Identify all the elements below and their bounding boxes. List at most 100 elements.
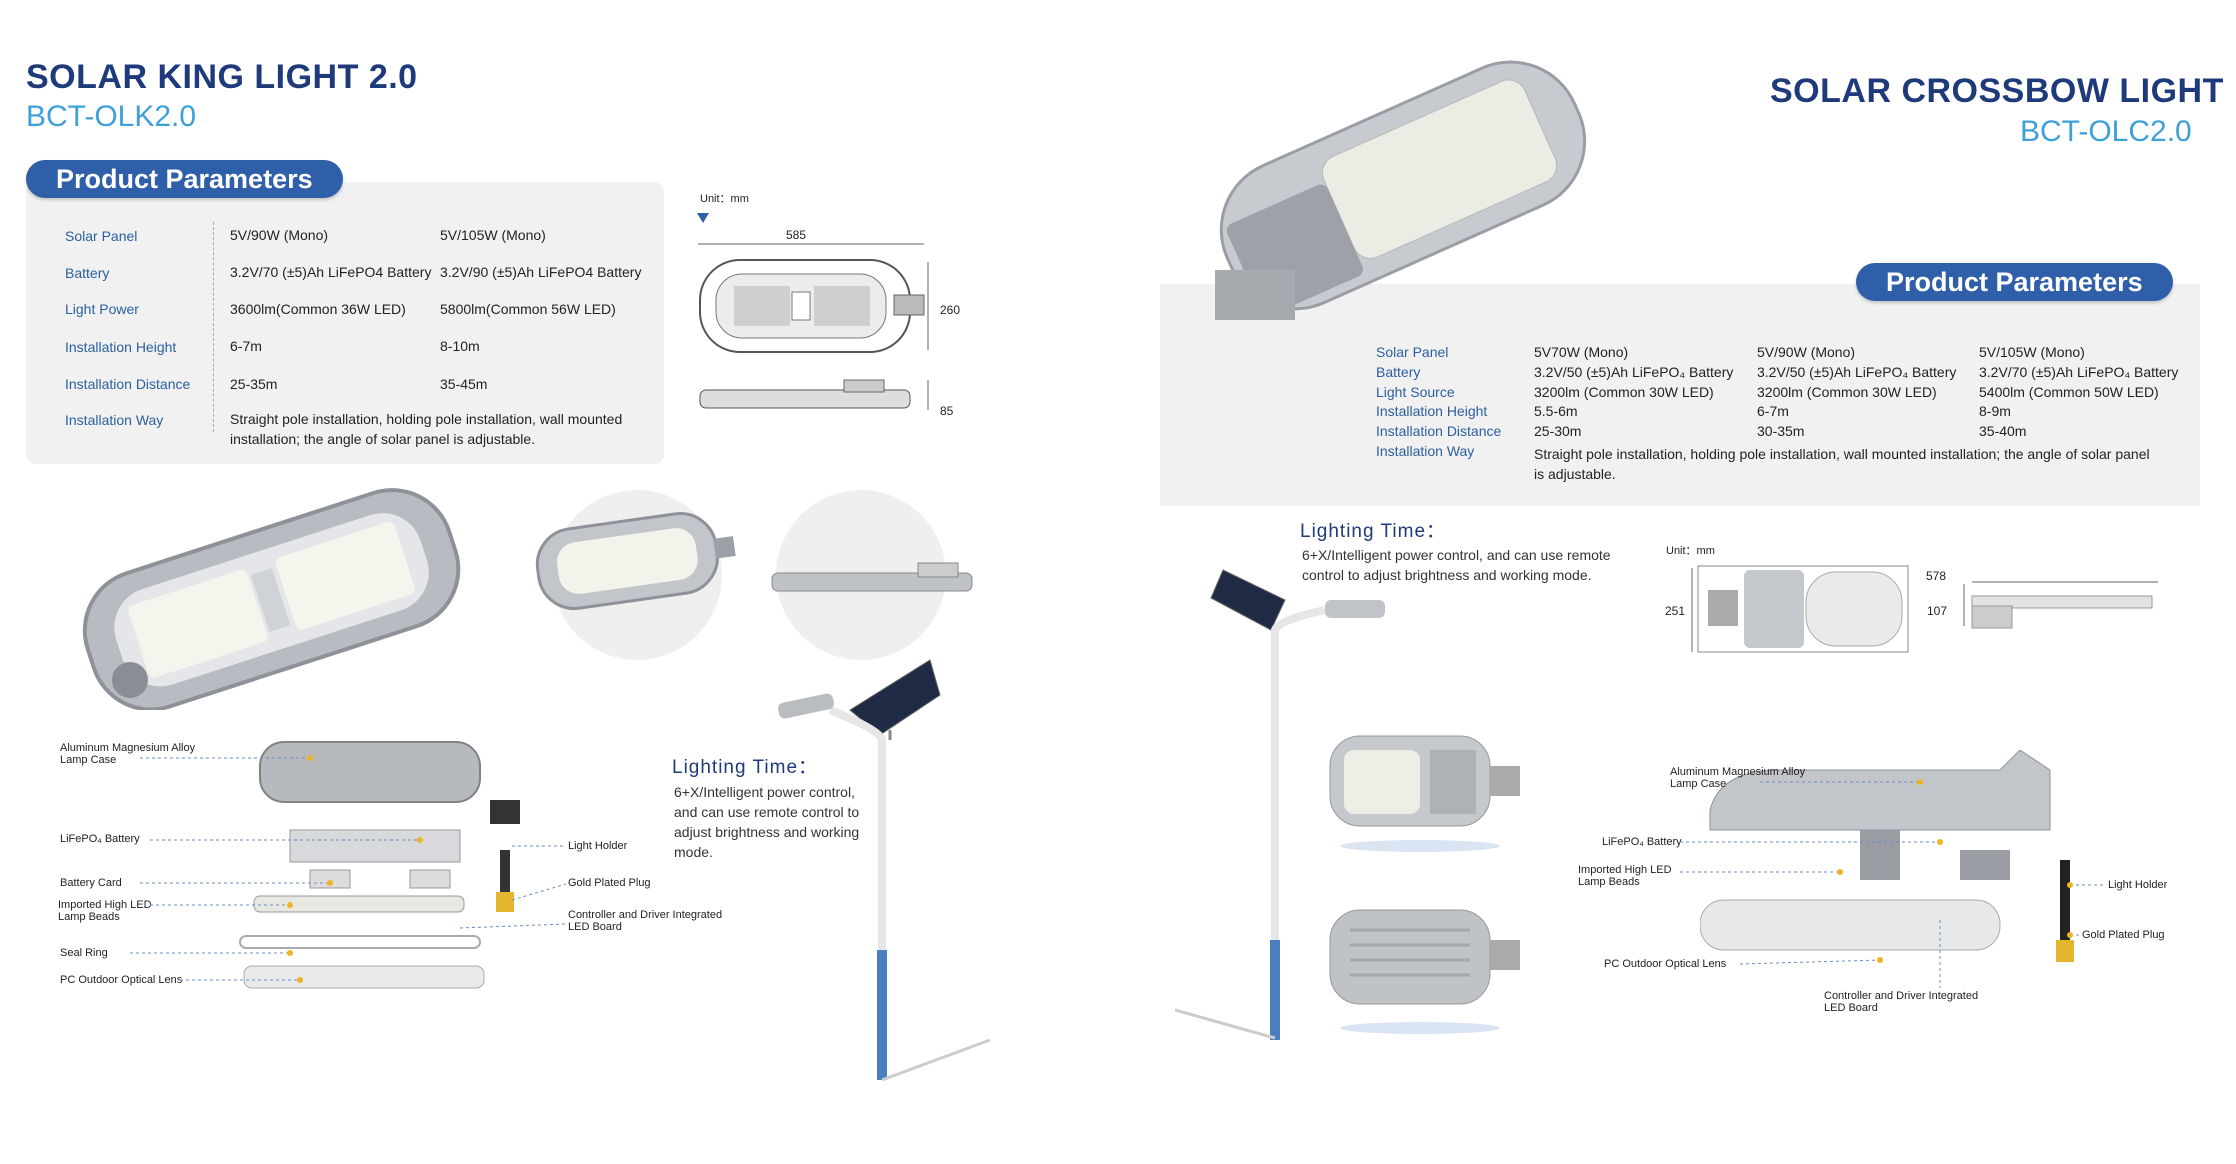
right-lighting-line: control to adjust brightness and working… bbox=[1302, 567, 1592, 583]
left-param-value: 35-45m bbox=[440, 376, 488, 392]
part-label-plug: Gold Plated Plug bbox=[568, 877, 651, 889]
part-label-plug: Gold Plated Plug bbox=[2082, 929, 2165, 941]
right-dim-depth: 107 bbox=[1927, 604, 1948, 618]
part-label-controller: LED Board bbox=[1824, 1002, 1878, 1014]
part-label-lens: PC Outdoor Optical Lens bbox=[60, 974, 183, 986]
part-label-controller: LED Board bbox=[568, 921, 622, 933]
part-label-battery: LiFePO₄ Battery bbox=[1602, 836, 1682, 848]
right-params-pill: Product Parameters bbox=[1856, 263, 2173, 301]
triangle-down-icon bbox=[697, 213, 709, 223]
part-label-controller: Controller and Driver Integrated bbox=[568, 909, 723, 921]
left-install-line: installation; the angle of solar panel i… bbox=[230, 431, 536, 447]
left-param-label: Installation Way bbox=[65, 412, 164, 428]
crossbow-light-front-image bbox=[1329, 735, 1520, 852]
right-param-label: Solar Panel bbox=[1376, 344, 1449, 360]
right-part-leader-lines bbox=[1680, 779, 2106, 988]
right-param-value: 6-7m bbox=[1757, 403, 1789, 419]
part-label-beads: Lamp Beads bbox=[1578, 876, 1640, 888]
right-param-value: 5V70W (Mono) bbox=[1534, 344, 1629, 360]
part-label-beads: Lamp Beads bbox=[58, 911, 120, 923]
left-param-value: 5V/90W (Mono) bbox=[230, 227, 329, 243]
right-param-value: 3200lm (Common 30W LED) bbox=[1757, 384, 1937, 400]
part-label-beads: Imported High LED bbox=[1578, 864, 1672, 876]
left-param-divider bbox=[213, 222, 214, 432]
left-param-value: 3.2V/70 (±5)Ah LiFePO4 Battery bbox=[230, 264, 432, 280]
right-param-value: 3200lm (Common 30W LED) bbox=[1534, 384, 1714, 400]
left-param-value: 5800lm(Common 56W LED) bbox=[440, 301, 616, 317]
king-light-exploded-view bbox=[239, 741, 520, 989]
left-param-value: 6-7m bbox=[230, 338, 262, 354]
part-label-case: Lamp Case bbox=[60, 754, 117, 766]
king-light-side-view-image bbox=[771, 562, 973, 592]
part-label-battery: LiFePO₄ Battery bbox=[60, 833, 140, 845]
left-dimension-drawing bbox=[698, 243, 929, 410]
right-param-value: 3.2V/70 (±5)Ah LiFePO₄ Battery bbox=[1979, 364, 2179, 380]
part-label-seal-ring: Seal Ring bbox=[60, 947, 108, 959]
left-param-panel bbox=[26, 182, 664, 464]
right-param-value: 3.2V/50 (±5)Ah LiFePO₄ Battery bbox=[1534, 364, 1734, 380]
right-param-value: 5V/90W (Mono) bbox=[1757, 344, 1856, 360]
left-unit-label: Unit：mm bbox=[700, 193, 749, 205]
right-title: SOLAR CROSSBOW LIGHT bbox=[1770, 72, 2224, 110]
right-param-value: 5.5-6m bbox=[1534, 403, 1578, 419]
left-param-value: 3.2V/90 (±5)Ah LiFePO4 Battery bbox=[440, 264, 642, 280]
left-param-label: Battery bbox=[65, 265, 110, 281]
right-param-panel bbox=[1160, 284, 2200, 506]
part-label-lens: PC Outdoor Optical Lens bbox=[1604, 958, 1727, 970]
left-param-value: 3600lm(Common 36W LED) bbox=[230, 301, 406, 317]
right-param-value: 5400lm (Common 50W LED) bbox=[1979, 384, 2159, 400]
left-lighting-line: mode. bbox=[674, 844, 713, 860]
right-param-label: Installation Height bbox=[1376, 403, 1488, 419]
part-label-light-holder: Light Holder bbox=[568, 840, 628, 852]
part-label-beads: Imported High LED bbox=[58, 899, 152, 911]
left-lighting-line: adjust brightness and working bbox=[674, 824, 860, 840]
right-install-line: is adjustable. bbox=[1534, 466, 1616, 482]
king-light-top-view-image bbox=[535, 512, 736, 610]
right-param-label: Installation Distance bbox=[1376, 423, 1502, 439]
left-install-line: Straight pole installation, holding pole… bbox=[230, 411, 623, 427]
left-solar-pole-image bbox=[778, 659, 991, 1082]
part-label-case: Aluminum Magnesium Alloy bbox=[1670, 766, 1806, 778]
left-lighting-title: Lighting Time： bbox=[672, 757, 819, 778]
king-light-lamp-image bbox=[82, 488, 461, 710]
right-param-value: 3.2V/50 (±5)Ah LiFePO₄ Battery bbox=[1757, 364, 1957, 380]
right-solar-pole-image bbox=[1175, 569, 1385, 1040]
left-param-value: 8-10m bbox=[440, 338, 480, 354]
part-label-controller: Controller and Driver Integrated bbox=[1824, 990, 1979, 1002]
right-param-value: 25-30m bbox=[1534, 423, 1582, 439]
right-param-label: Installation Way bbox=[1376, 443, 1475, 459]
part-label-case: Lamp Case bbox=[1670, 778, 1727, 790]
part-label-case: Aluminum Magnesium Alloy bbox=[60, 742, 196, 754]
crossbow-light-back-image bbox=[1329, 909, 1520, 1034]
crossbow-light-exploded-view bbox=[1700, 750, 2074, 962]
right-param-value: 35-40m bbox=[1979, 423, 2027, 439]
right-model: BCT-OLC2.0 bbox=[2020, 115, 2192, 148]
left-model: BCT-OLK2.0 bbox=[26, 100, 197, 133]
right-param-label: Light Source bbox=[1376, 384, 1455, 400]
right-lighting-line: 6+X/Intelligent power control, and can u… bbox=[1302, 547, 1611, 563]
part-label-battery-card: Battery Card bbox=[60, 877, 122, 889]
right-param-value: 8-9m bbox=[1979, 403, 2011, 419]
left-dim-width: 585 bbox=[786, 228, 807, 242]
left-title: SOLAR KING LIGHT 2.0 bbox=[26, 58, 418, 96]
right-param-value: 30-35m bbox=[1757, 423, 1805, 439]
right-dim-width: 578 bbox=[1926, 569, 1947, 583]
left-param-value: 5V/105W (Mono) bbox=[440, 227, 546, 243]
right-param-label: Battery bbox=[1376, 364, 1421, 380]
left-dim-depth: 85 bbox=[940, 404, 954, 418]
right-lighting-title: Lighting Time： bbox=[1300, 521, 1447, 542]
crossbow-light-lamp-image bbox=[1215, 60, 1587, 320]
left-part-leader-lines bbox=[130, 755, 567, 983]
left-param-label: Installation Distance bbox=[65, 376, 191, 392]
part-label-light-holder: Light Holder bbox=[2108, 879, 2168, 891]
left-dim-height: 260 bbox=[940, 303, 961, 317]
left-lighting-line: 6+X/Intelligent power control, bbox=[674, 784, 855, 800]
left-param-label: Solar Panel bbox=[65, 228, 138, 244]
right-dim-height: 251 bbox=[1665, 604, 1686, 618]
right-unit-label: Unit：mm bbox=[1666, 545, 1715, 557]
left-param-value: 25-35m bbox=[230, 376, 278, 392]
right-dimension-drawing bbox=[1691, 565, 2158, 653]
left-lighting-line: and can use remote control to bbox=[674, 804, 860, 820]
right-install-line: Straight pole installation, holding pole… bbox=[1534, 446, 2150, 462]
left-params-pill: Product Parameters bbox=[26, 160, 343, 198]
